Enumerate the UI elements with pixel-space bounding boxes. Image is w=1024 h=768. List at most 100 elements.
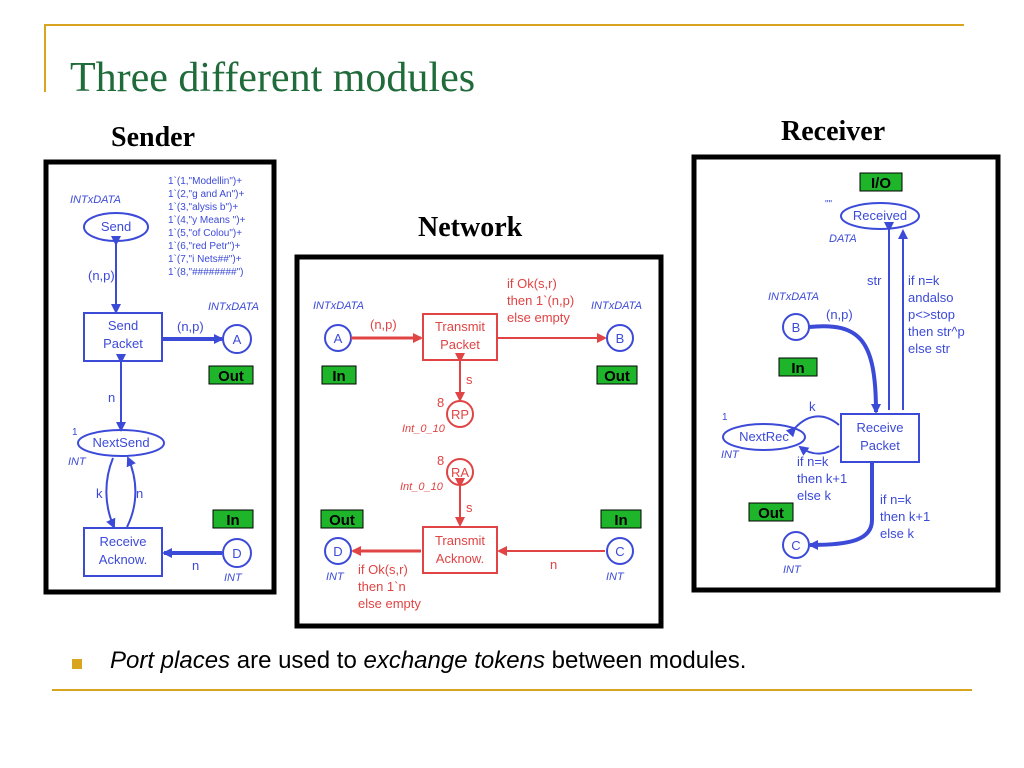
receive-to-c-arc: [808, 463, 874, 550]
arc-n-label: n: [108, 390, 115, 405]
send-initial-tokens: 1`(1,"Modellin")+ 1`(2,"g and An")+ 1`(3…: [168, 175, 246, 278]
net-arc-np: (n,p): [370, 317, 397, 332]
net-in-label-c: In: [614, 512, 627, 529]
received-init: "": [825, 199, 833, 210]
title-accent-horizontal-line: [44, 24, 964, 26]
rec-arc-np: (n,p): [826, 307, 853, 322]
bullet-italic-exchange-tokens: exchange tokens: [363, 647, 545, 674]
d-port-place: [222, 538, 252, 568]
net-d-label: D: [333, 544, 342, 559]
token-line-3: 1`(3,"alysis b")+: [168, 201, 238, 213]
transmit-packet-label-1: Transmit: [435, 319, 485, 334]
str-expr-3: p<>stop: [908, 307, 955, 322]
k-expr-1: if n=k: [797, 454, 829, 469]
received-type: DATA: [829, 233, 857, 245]
str-expr-5: else str: [908, 341, 951, 356]
c-expr-1: if n=k: [880, 492, 912, 507]
token-line-1: 1`(1,"Modellin")+: [168, 175, 242, 187]
token-line-4: 1`(4,"y Means ")+: [168, 214, 246, 226]
ra-label: RA: [451, 465, 469, 480]
nextsend-type: INT: [68, 456, 87, 468]
transmit-ack-label-1: Transmit: [435, 533, 485, 548]
rec-in-tag: [778, 357, 818, 377]
ack-guard-2: then 1`n: [358, 579, 406, 594]
sender-module-label: Sender: [111, 122, 195, 153]
rec-arc-k: k: [809, 399, 816, 414]
network-module-label: Network: [418, 212, 523, 243]
net-arc-s1: s: [466, 372, 473, 387]
footer-accent-line: [52, 689, 972, 691]
send-packet-label-1: Send: [108, 318, 138, 333]
arc-k-bottom: [798, 445, 840, 456]
arc-n-label-3: n: [192, 558, 199, 573]
sender-module: INTxDATA Send 1`(1,"Modellin")+ 1`(2,"g …: [43, 159, 277, 595]
net-arc-n: n: [550, 557, 557, 572]
rp-type: Int_0_10: [402, 423, 446, 435]
arc-np-label: (n,p): [88, 268, 115, 283]
arc-k-label: k: [96, 486, 103, 501]
net-c-type: INT: [606, 571, 625, 583]
rec-c-type: INT: [783, 564, 802, 576]
net-d-type: INT: [326, 571, 345, 583]
str-expr-2: andalso: [908, 290, 954, 305]
nextsend-init: 1: [72, 427, 78, 438]
a-place-label: A: [233, 332, 242, 347]
receive-packet-label-2: Packet: [860, 438, 900, 453]
bullet-plain-2: between modules.: [544, 647, 747, 674]
rp-init: 8: [437, 395, 444, 410]
receiver-module-label: Receiver: [781, 116, 886, 147]
transmit-packet-label-2: Packet: [440, 337, 480, 352]
bullet-plain-1: are used to: [230, 647, 364, 674]
net-out-tag-d: [320, 509, 364, 529]
k-expr-3: else k: [797, 488, 831, 503]
ra-type: Int_0_10: [400, 481, 444, 493]
nextsend-place: [77, 429, 165, 457]
net-c-label: C: [615, 544, 624, 559]
send-packet-label-2: Packet: [103, 336, 143, 351]
net-in-label-a: In: [332, 368, 345, 385]
sender-frame: [43, 159, 277, 595]
net-out-label-b: Out: [604, 368, 630, 385]
k-expr-2: then k+1: [797, 471, 847, 486]
rp-label: RP: [451, 407, 469, 422]
net-b-port: [606, 324, 634, 352]
received-place: [840, 202, 920, 230]
receive-ack-label-1: Receive: [100, 534, 147, 549]
token-line-6: 1`(6,"red Petr")+: [168, 240, 241, 252]
receive-ack-label-2: Acknow.: [99, 552, 147, 567]
nextrec-init: 1: [722, 412, 728, 423]
in-port-label: In: [226, 512, 239, 529]
io-port-label: I/O: [871, 175, 891, 192]
token-line-5: 1`(5,"of Colou")+: [168, 227, 242, 239]
arc-str-label: str: [867, 273, 882, 288]
b-to-receive-arc: [808, 324, 881, 414]
net-arc-s2: s: [466, 500, 473, 515]
transmit-ack-label-2: Acknow.: [436, 551, 484, 566]
receive-packet-label-1: Receive: [857, 420, 904, 435]
net-d-port: [324, 537, 352, 565]
network-frame: [294, 254, 664, 629]
in-port-tag: [212, 509, 254, 529]
str-expr-1: if n=k: [908, 273, 940, 288]
ack-guard-1: if Ok(s,r): [358, 562, 408, 577]
net-in-tag-c: [600, 509, 642, 529]
ra-init: 8: [437, 453, 444, 468]
arc-k-top: [785, 415, 840, 438]
nextsend-label: NextSend: [92, 435, 149, 450]
out-port-tag: [208, 365, 254, 385]
net-c-port: [606, 537, 634, 565]
bullet-square-icon: [72, 659, 82, 669]
rec-b-type: INTxDATA: [768, 291, 819, 303]
bullet-text: Port places are used to exchange tokens …: [110, 647, 746, 675]
net-out-label-d: Out: [329, 512, 355, 529]
d-type-label: INT: [224, 572, 243, 584]
arc-k: [105, 457, 116, 529]
nextrec-place: [722, 423, 806, 451]
rp-place: [446, 400, 474, 428]
a-type-label: INTxDATA: [208, 301, 259, 313]
token-line-7: 1`(7,"i Nets##")+: [168, 253, 242, 265]
token-line-2: 1`(2,"g and An")+: [168, 188, 244, 200]
str-expr-4: then str^p: [908, 324, 965, 339]
out-port-label: Out: [218, 368, 244, 385]
